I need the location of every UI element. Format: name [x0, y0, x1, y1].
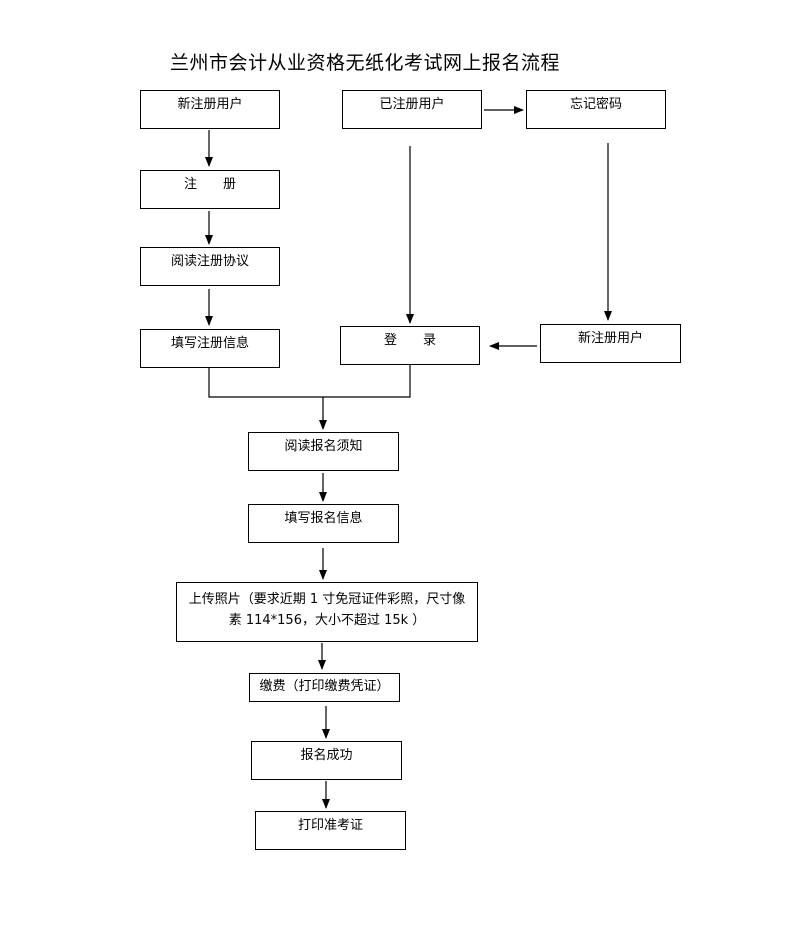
merge-connector — [208, 365, 411, 398]
registered-user-box: 已注册用户 — [342, 90, 482, 129]
registration-success-box: 报名成功 — [251, 741, 402, 780]
fill-registration-info-box: 填写注册信息 — [140, 329, 280, 368]
fill-application-info-box: 填写报名信息 — [248, 504, 399, 543]
register-box: 注 册 — [140, 170, 280, 209]
read-notice-box: 阅读报名须知 — [248, 432, 399, 471]
upload-photo-box: 上传照片（要求近期 1 寸免冠证件彩照，尺寸像素 114*156，大小不超过 1… — [176, 582, 478, 642]
login-box: 登 录 — [340, 326, 480, 365]
new-user-box: 新注册用户 — [140, 90, 280, 129]
page-title: 兰州市会计从业资格无纸化考试网上报名流程 — [170, 52, 561, 74]
read-agreement-box: 阅读注册协议 — [140, 247, 280, 286]
pay-fee-box: 缴费（打印缴费凭证） — [249, 673, 400, 702]
new-user-right-box: 新注册用户 — [540, 324, 681, 363]
print-admission-ticket-box: 打印准考证 — [255, 811, 406, 850]
forgot-password-box: 忘记密码 — [526, 90, 666, 129]
